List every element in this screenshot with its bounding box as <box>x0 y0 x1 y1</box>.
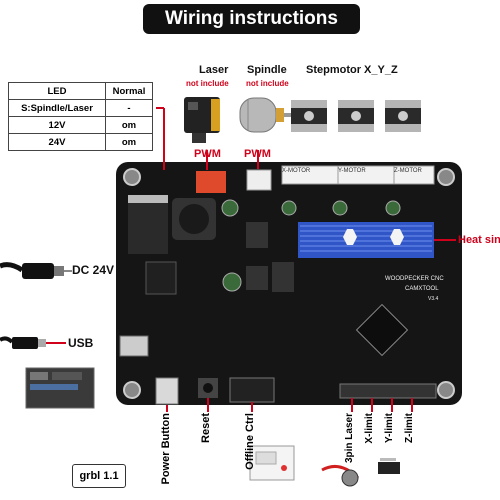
pcb-board <box>116 162 462 405</box>
dc-label: DC 24V <box>72 263 114 277</box>
y-limit-label: Y-limit <box>384 413 395 443</box>
offline-ctrl-label: Offline Ctrl <box>244 413 256 470</box>
board-model: CAMXTOOL <box>405 286 439 292</box>
laser-module-icon <box>184 97 220 143</box>
power-button-label: Power Button <box>160 413 172 485</box>
pwm-laser-label: PWM <box>194 148 221 160</box>
spindle-motor-icon <box>240 98 292 132</box>
usb-cable-icon <box>0 337 46 349</box>
laptop-icon <box>26 368 94 408</box>
limit-switch-icon <box>378 458 400 474</box>
motor-x-label: X-MOTOR <box>282 168 310 174</box>
offline-controller-icon <box>250 446 294 480</box>
stepper-motor-icon <box>291 100 327 132</box>
board-brand: WOODPECKER CNC <box>385 276 444 282</box>
board-version: V3.4 <box>428 296 438 302</box>
stepper-motor-icon <box>385 100 421 132</box>
motor-z-label: Z-MOTOR <box>394 168 422 174</box>
reset-label: Reset <box>200 413 212 443</box>
spin-laser-label: 3pin Laser <box>344 413 355 463</box>
usb-label: USB <box>68 336 93 350</box>
z-limit-label: Z-limit <box>404 413 415 443</box>
laser-cable-icon <box>322 466 358 486</box>
firmware-badge: grbl 1.1 <box>72 464 126 488</box>
heat-sink-label: Heat sink <box>458 234 500 246</box>
x-limit-label: X-limit <box>364 413 375 444</box>
dc-cable-icon <box>0 263 64 279</box>
motor-y-label: Y-MOTOR <box>338 168 366 174</box>
stepper-motor-icon <box>338 100 374 132</box>
pwm-spindle-label: PWM <box>244 148 271 160</box>
